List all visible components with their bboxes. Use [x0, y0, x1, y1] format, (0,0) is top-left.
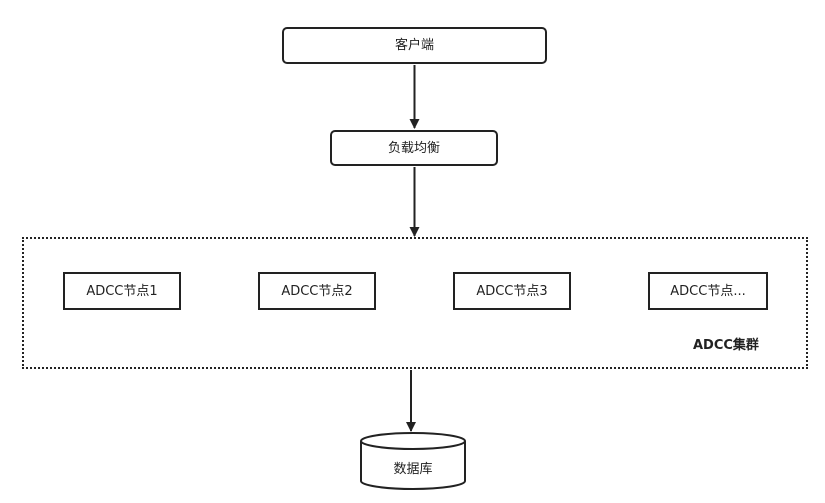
client-label: 客户端 — [394, 38, 434, 53]
cluster-node-3-label: ADCC节点3 — [476, 283, 548, 299]
cluster-node-1: ADCC节点1 — [63, 272, 181, 310]
cluster-node-2-label: ADCC节点2 — [281, 283, 353, 299]
cluster-node-2: ADCC节点2 — [258, 272, 376, 310]
cluster-node-more: ADCC节点... — [648, 272, 768, 310]
load-balancer-label: 负载均衡 — [387, 140, 440, 156]
database-label: 数据库 — [393, 462, 433, 477]
cluster-node-3: ADCC节点3 — [453, 272, 571, 310]
load-balancer-node: 负载均衡 — [330, 130, 498, 166]
database-cylinder — [360, 432, 466, 490]
cluster-label: ADCC集群 — [693, 338, 759, 353]
client-node: 客户端 — [282, 27, 547, 64]
cluster-node-1-label: ADCC节点1 — [86, 283, 158, 299]
cluster-node-more-label: ADCC节点... — [670, 283, 746, 299]
